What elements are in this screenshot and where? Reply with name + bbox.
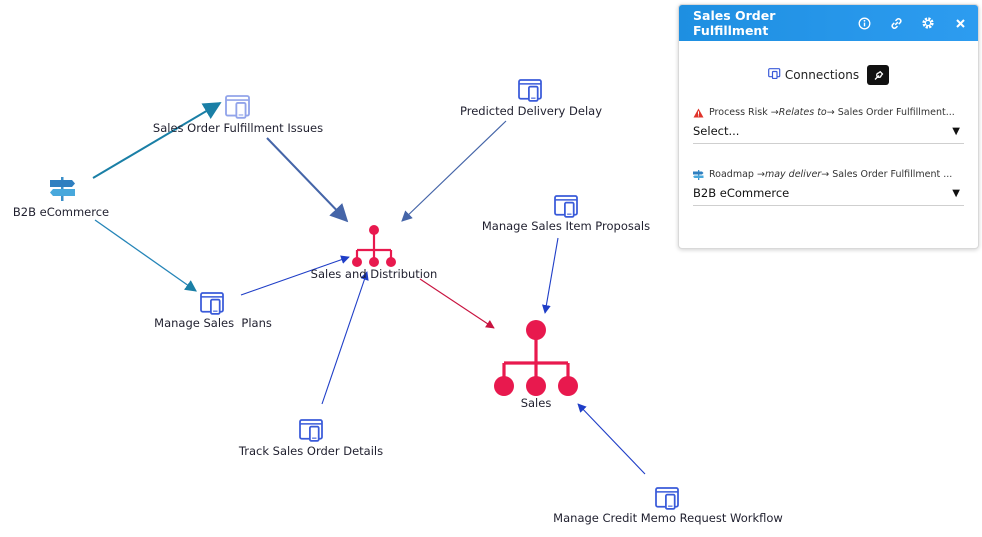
edge-b2b-to-msp[interactable]: [94, 219, 197, 292]
roadmap-select-value: B2B eCommerce: [693, 186, 790, 200]
relation-verb: may deliver: [764, 169, 822, 180]
relation-verb: Relates to: [778, 107, 827, 118]
hierarchy-icon-small[interactable]: [352, 225, 396, 267]
node-label-manage-sales-plans[interactable]: Manage Sales Plans: [154, 316, 272, 330]
roadmap-icon: [693, 169, 704, 180]
panel-title: Sales Order Fulfillment: [693, 8, 776, 38]
relation-source: Process Risk: [709, 107, 768, 118]
node-label-sales-order-fulfillment-issues[interactable]: Sales Order Fulfillment Issues: [152, 121, 324, 135]
relation-arrow: →: [756, 169, 765, 180]
edge-msp-to-sad[interactable]: [240, 255, 350, 296]
application-icon[interactable]: [200, 292, 224, 315]
relation-source: Roadmap: [709, 169, 754, 180]
wrench-icon: [874, 70, 883, 80]
info-icon[interactable]: [848, 5, 880, 41]
relation-arrow: →: [821, 169, 830, 180]
relation-description: Roadmap →may deliver→ Sales Order Fulfil…: [693, 169, 964, 180]
application-icon[interactable]: [554, 195, 578, 218]
edge-sofi-to-sad[interactable]: [266, 137, 349, 223]
application-icon[interactable]: [655, 487, 679, 510]
process-risk-select-value: Select...: [693, 124, 740, 138]
link-icon[interactable]: [880, 5, 912, 41]
roadmap-select[interactable]: B2B eCommerce ▼: [693, 186, 964, 200]
devices-icon: [768, 68, 781, 82]
node-label-track-sales-order-details[interactable]: Track Sales Order Details: [238, 444, 384, 458]
process-risk-select[interactable]: Select... ▼: [693, 124, 964, 138]
node-label-predicted-delivery-delay[interactable]: Predicted Delivery Delay: [459, 104, 603, 118]
settings-icon[interactable]: [912, 5, 944, 41]
dropdown-caret-icon: ▼: [952, 125, 960, 137]
node-label-sales[interactable]: Sales: [520, 396, 552, 410]
connections-label: Connections: [784, 68, 860, 82]
application-icon[interactable]: [225, 95, 250, 119]
dropdown-caret-icon: ▼: [952, 187, 960, 199]
application-icon[interactable]: [518, 79, 542, 102]
relation-roadmap: Roadmap →may deliver→ Sales Order Fulfil…: [693, 169, 964, 206]
details-panel: Sales Order Fulfillment Connections Proc…: [678, 4, 979, 249]
relation-target: Sales Order Fulfillment ...: [832, 169, 953, 180]
panel-header: Sales Order Fulfillment: [679, 5, 978, 41]
node-label-b2b-ecommerce[interactable]: B2B eCommerce: [12, 205, 110, 219]
hierarchy-icon-large[interactable]: [494, 320, 578, 396]
relation-arrow: →: [826, 107, 835, 118]
edge-b2b-to-sofi[interactable]: [92, 102, 222, 179]
edge-sad-to-sales[interactable]: [419, 278, 495, 329]
edge-tsod-to-sad[interactable]: [321, 271, 369, 405]
edge-pdd-to-sad[interactable]: [401, 120, 507, 222]
node-label-manage-sales-item-proposals[interactable]: Manage Sales Item Proposals: [481, 219, 651, 233]
node-label-sales-and-distribution[interactable]: Sales and Distribution: [310, 267, 438, 281]
relation-target: Sales Order Fulfillment...: [837, 107, 955, 118]
roadmap-signpost-icon[interactable]: [50, 177, 75, 201]
edge-msip-to-sales[interactable]: [542, 237, 559, 314]
connections-row: Connections: [679, 65, 978, 85]
relation-process-risk: Process Risk →Relates to→ Sales Order Fu…: [693, 107, 964, 144]
warning-icon: [693, 108, 704, 117]
node-label-manage-credit-memo-request-workflow[interactable]: Manage Credit Memo Request Workflow: [553, 511, 783, 525]
relation-arrow: →: [770, 107, 779, 118]
close-icon[interactable]: [944, 5, 976, 41]
relation-description: Process Risk →Relates to→ Sales Order Fu…: [693, 107, 964, 118]
edge-mcmrw-to-sales[interactable]: [577, 403, 646, 475]
application-icon[interactable]: [299, 419, 323, 442]
wrench-button[interactable]: [867, 65, 890, 85]
